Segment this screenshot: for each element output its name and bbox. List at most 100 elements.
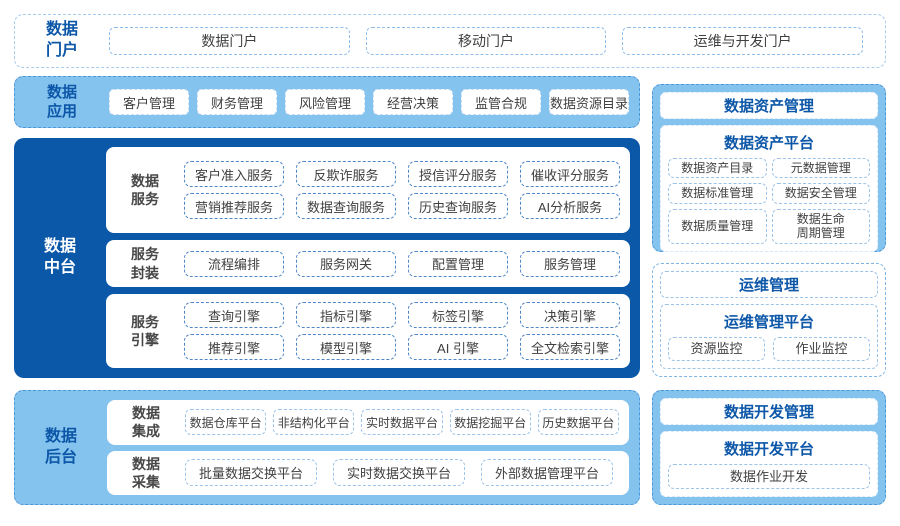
engine-chip-recommendation: 推荐引擎 (184, 334, 284, 360)
engine-chip-query: 查询引擎 (184, 302, 284, 328)
panel-data-integration: 数据 集成 数据仓库平台 非结构化平台 实时数据平台 数据挖掘平台 历史数据平台 (107, 400, 629, 445)
data-services-row-1: 客户准入服务 反欺诈服务 授信评分服务 催收评分服务 (184, 161, 620, 187)
engine-chip-model: 模型引擎 (296, 334, 396, 360)
engine-chip-tag: 标签引擎 (408, 302, 508, 328)
middle-platform-label-line2: 中台 (43, 259, 76, 276)
service-chip-marketing-recommendation: 营销推荐服务 (184, 193, 284, 219)
data-integration-row-1: 数据仓库平台 非结构化平台 实时数据平台 数据挖掘平台 历史数据平台 (185, 409, 620, 436)
app-chip-risk-mgmt: 风险管理 (285, 89, 365, 115)
chip-data-security-mgmt: 数据安全管理 (771, 183, 870, 204)
service-chip-ai-analysis: AI分析服务 (520, 193, 620, 219)
middle-platform-groups: 数据 服务 客户准入服务 反欺诈服务 授信评分服务 催收评分服务 营销推荐服务 … (106, 138, 640, 378)
section-ops-management: 运维管理 运维管理平台 资源监控 作业监控 (652, 263, 886, 377)
chip-job-monitoring: 作业监控 (773, 337, 870, 361)
chip-data-job-development: 数据作业开发 (668, 464, 870, 489)
data-dev-platform-title: 数据开发平台 (723, 441, 814, 458)
service-encapsulation-label-line1: 服务 (131, 246, 159, 263)
data-services-row-2: 营销推荐服务 数据查询服务 历史查询服务 AI分析服务 (184, 193, 620, 219)
chip-metadata-mgmt: 元数据管理 (771, 158, 870, 179)
data-services-rows: 客户准入服务 反欺诈服务 授信评分服务 催收评分服务 营销推荐服务 数据查询服务… (184, 161, 620, 219)
chip-external-data-mgmt-platform: 外部数据管理平台 (481, 459, 613, 487)
data-asset-management-title: 数据资产管理 (660, 92, 878, 119)
data-integration-rows: 数据仓库平台 非结构化平台 实时数据平台 数据挖掘平台 历史数据平台 (185, 409, 620, 436)
chip-config-mgmt: 配置管理 (408, 250, 508, 277)
engine-chip-ai: AI 引擎 (408, 334, 508, 360)
data-dev-platform-items: 数据作业开发 (668, 464, 870, 489)
portal-item-ops-dev-portal: 运维与开发门户 (622, 27, 864, 55)
panel-ops-management-platform: 运维管理平台 资源监控 作业监控 (660, 304, 878, 369)
chip-unstructured-platform: 非结构化平台 (273, 409, 355, 436)
service-chip-collection-scoring: 催收评分服务 (520, 161, 620, 187)
chip-realtime-data-exchange-platform: 实时数据交换平台 (333, 459, 465, 487)
data-integration-label: 数据 集成 (117, 404, 175, 440)
data-portal-label-line2: 门户 (45, 42, 78, 59)
engine-chip-fulltext-search: 全文检索引擎 (520, 334, 620, 360)
data-backend-label-line2: 后台 (44, 448, 77, 466)
data-backend-label-line1: 数据 (44, 427, 77, 445)
chip-data-mining-platform: 数据挖掘平台 (449, 409, 531, 436)
data-collection-label-line2: 采集 (132, 473, 160, 490)
chip-service-mgmt: 服务管理 (520, 250, 620, 277)
chip-data-asset-catalog: 数据资产目录 (668, 158, 767, 179)
service-engines-label-line2: 引擎 (131, 332, 159, 348)
service-chip-history-query: 历史查询服务 (408, 193, 508, 219)
engine-chip-metric: 指标引擎 (296, 302, 396, 328)
chip-data-standard-mgmt: 数据标准管理 (668, 183, 767, 204)
application-items: 客户管理 财务管理 风险管理 经营决策 监管合规 数据资源目录 (109, 89, 629, 115)
data-applications-label-line2: 应用 (46, 103, 77, 120)
service-encapsulation-row-1: 流程编排 服务网关 配置管理 服务管理 (184, 250, 620, 277)
app-chip-regulatory-compliance: 监管合规 (461, 89, 541, 115)
section-data-portal: 数据 门户 数据门户 移动门户 运维与开发门户 (14, 14, 886, 68)
data-services-label: 数据 服务 (116, 172, 174, 208)
ops-management-platform-title: 运维管理平台 (723, 314, 814, 331)
engine-chip-decision: 决策引擎 (520, 302, 620, 328)
data-collection-label-line1: 数据 (132, 455, 160, 472)
chip-resource-monitoring: 资源监控 (668, 337, 765, 361)
panel-data-services: 数据 服务 客户准入服务 反欺诈服务 授信评分服务 催收评分服务 营销推荐服务 … (106, 147, 630, 233)
data-backend-section-label: 数据 后台 (15, 427, 107, 469)
data-asset-platform-title: 数据资产平台 (723, 135, 814, 152)
middle-platform-label-line1: 数据 (43, 238, 76, 256)
app-chip-customer-mgmt: 客户管理 (109, 89, 189, 115)
chip-data-quality-mgmt: 数据质量管理 (668, 208, 767, 244)
data-applications-label-line1: 数据 (46, 83, 77, 101)
data-portal-label-line1: 数据 (45, 21, 78, 39)
service-encapsulation-label: 服务 封装 (116, 245, 174, 281)
service-chip-customer-admission: 客户准入服务 (184, 161, 284, 187)
data-asset-platform-items: 数据资产目录 元数据管理 数据标准管理 数据安全管理 数据质量管理 数据生命周期… (668, 158, 870, 244)
portal-item-mobile-portal: 移动门户 (365, 27, 607, 55)
service-encapsulation-rows: 流程编排 服务网关 配置管理 服务管理 (184, 250, 620, 277)
panel-service-encapsulation: 服务 封装 流程编排 服务网关 配置管理 服务管理 (106, 240, 630, 287)
section-data-applications: 数据 应用 客户管理 财务管理 风险管理 经营决策 监管合规 数据资源目录 (14, 76, 640, 128)
app-chip-business-decision: 经营决策 (373, 89, 453, 115)
data-integration-label-line1: 数据 (132, 405, 160, 422)
data-dev-management-title: 数据开发管理 (660, 398, 878, 425)
data-collection-row-1: 批量数据交换平台 实时数据交换平台 外部数据管理平台 (185, 459, 619, 487)
data-portal-section-label: 数据 门户 (15, 20, 109, 62)
portal-items: 数据门户 移动门户 运维与开发门户 (109, 27, 864, 55)
portal-item-data-portal: 数据门户 (109, 27, 350, 55)
service-chip-data-query: 数据查询服务 (296, 193, 396, 219)
chip-process-orchestration: 流程编排 (184, 250, 284, 277)
service-engines-row-1: 查询引擎 指标引擎 标签引擎 决策引擎 (184, 302, 620, 328)
data-services-label-line2: 服务 (131, 191, 159, 207)
panel-data-asset-platform: 数据资产平台 数据资产目录 元数据管理 数据标准管理 数据安全管理 数据质量管理… (660, 125, 878, 252)
data-applications-section-label: 数据 应用 (15, 83, 109, 122)
panel-data-dev-platform: 数据开发平台 数据作业开发 (660, 431, 878, 497)
data-lifecycle-mgmt-text: 数据生命周期管理 (796, 211, 845, 241)
chip-batch-data-exchange-platform: 批量数据交换平台 (185, 459, 317, 487)
chip-realtime-data-platform: 实时数据平台 (361, 409, 443, 436)
service-engines-label-line1: 服务 (131, 313, 159, 330)
data-collection-label: 数据 采集 (117, 455, 175, 491)
service-engines-row-2: 推荐引擎 模型引擎 AI 引擎 全文检索引擎 (184, 334, 620, 360)
service-chip-credit-scoring: 授信评分服务 (408, 161, 508, 187)
service-engines-label: 服务 引擎 (116, 313, 174, 349)
section-data-middle-platform: 数据 中台 数据 服务 客户准入服务 反欺诈服务 授信评分服务 催收评分服务 (14, 138, 640, 378)
ops-management-title: 运维管理 (660, 271, 878, 298)
ops-platform-items: 资源监控 作业监控 (668, 337, 870, 361)
section-data-backend: 数据 后台 数据 集成 数据仓库平台 非结构化平台 实时数据平台 数据挖掘平台 … (14, 390, 640, 505)
service-encapsulation-label-line2: 封装 (131, 264, 159, 281)
chip-historical-data-platform: 历史数据平台 (537, 409, 620, 436)
section-data-dev-management: 数据开发管理 数据开发平台 数据作业开发 (652, 390, 886, 505)
